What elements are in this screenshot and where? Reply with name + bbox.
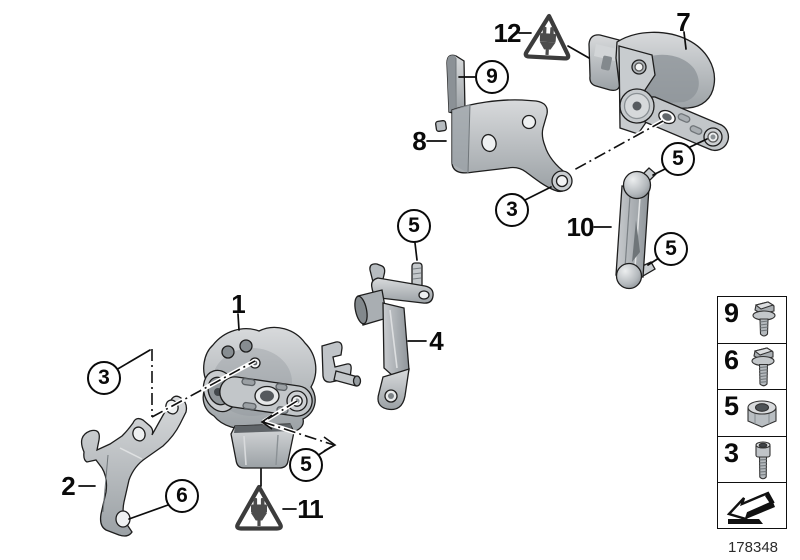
callout-circle-5c[interactable]: 5 [397,209,431,243]
callout-2[interactable]: 2 [61,471,76,501]
hex-nut-icon [739,391,785,436]
part-4-lever-arm [321,262,434,411]
fastener-legend: 9 6 [717,296,787,530]
callout-circle-3b[interactable]: 3 [87,361,121,395]
part-9-holder-flange [446,54,466,114]
assembly-axis-lines [150,119,665,452]
callout-circle-3a[interactable]: 3 [495,193,529,227]
callout-10[interactable]: 10 [566,212,595,242]
callout-12[interactable]: 12 [493,18,522,48]
socket-head-screw-icon [741,438,785,484]
callout-circle-5a[interactable]: 5 [661,142,695,176]
legend-label-3: 3 [724,437,740,468]
legend-row-3[interactable]: 3 [717,435,787,484]
callout-7[interactable]: 7 [676,7,691,37]
legend-row-9[interactable]: 9 [717,296,787,345]
callout-circle-9[interactable]: 9 [475,60,509,94]
legend-row-5[interactable]: 5 [717,388,787,438]
part-1-level-sensor [202,326,317,469]
flange-bolt-icon [741,298,785,343]
legend-row-arrow[interactable] [717,482,787,530]
callout-11[interactable]: 11 [297,494,323,524]
part-10-control-rod [615,167,657,290]
callout-4[interactable]: 4 [429,326,444,356]
warning-triangle-11 [235,484,283,531]
flange-bolt-long-icon [741,345,785,389]
part-8-bracket [435,99,573,193]
legend-label-6: 6 [724,345,740,376]
legend-label-9: 9 [724,298,740,328]
plug-warning-icon [539,26,557,56]
warning-triangle-12 [523,13,571,61]
leader-lines [78,31,708,520]
direction-arrow-icon [721,486,783,526]
legend-row-6[interactable]: 6 [717,343,787,391]
part-2-bracket [80,395,188,537]
callout-8[interactable]: 8 [412,126,427,156]
callout-circle-5b[interactable]: 5 [654,232,688,266]
part-7-level-sensor [588,31,730,152]
callout-circle-5d[interactable]: 5 [289,448,323,482]
callout-1[interactable]: 1 [231,289,246,319]
legend-label-5: 5 [724,390,740,421]
drawing-number: 178348 [727,539,779,556]
plug-warning-icon [251,498,267,526]
callout-circle-6[interactable]: 6 [165,479,199,513]
